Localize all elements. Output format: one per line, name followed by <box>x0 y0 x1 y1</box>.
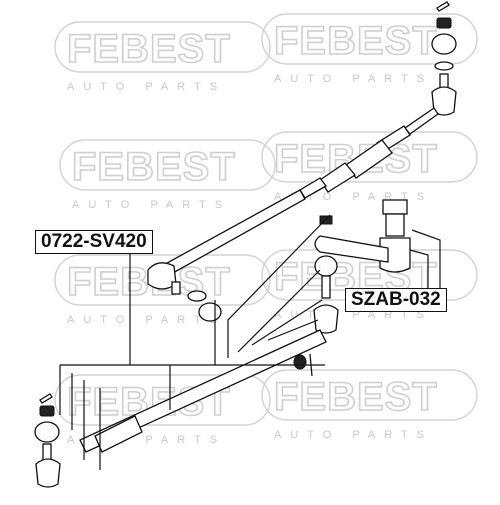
lower-tie-rod <box>79 329 327 453</box>
adjusting-sleeve-icon <box>94 415 143 453</box>
watermark-2: FEBEST AUTO PARTS <box>261 13 478 85</box>
watermark-tagline: AUTO PARTS <box>274 309 433 321</box>
dust-boot-icon <box>34 421 60 443</box>
part-number-label-idler-arm: SZAB-032 <box>345 288 447 312</box>
castle-nut-icon <box>319 215 333 225</box>
outer-tie-rod-end-upper <box>431 1 457 116</box>
ball-stud-icon <box>321 275 331 299</box>
watermark-tagline: AUTO PARTS <box>274 429 433 441</box>
lock-nut-icon <box>319 162 356 193</box>
retaining-ring-icon <box>434 61 454 71</box>
adjusting-sleeve-icon <box>345 139 393 179</box>
idler-arm-assembly <box>314 199 411 273</box>
watermark-tagline: AUTO PARTS <box>67 81 226 93</box>
leader-idler-body <box>409 249 429 290</box>
watermark-tagline: AUTO PARTS <box>274 73 433 85</box>
watermark-tagline: AUTO PARTS <box>67 314 226 326</box>
adjusting-sleeve-upper <box>299 107 439 199</box>
idler-shaft-icon <box>385 213 405 237</box>
ball-stud-icon <box>171 281 181 295</box>
dust-boot-icon <box>431 33 457 55</box>
outer-tie-rod-end-lower <box>34 393 61 488</box>
watermark-brand: FEBEST <box>274 19 438 63</box>
parts-layer <box>34 1 457 488</box>
watermark-tagline: AUTO PARTS <box>72 199 231 211</box>
ball-stud-icon <box>439 73 449 89</box>
leader-idler-top <box>411 229 441 290</box>
watermark-8: FEBEST AUTO PARTS <box>261 369 478 441</box>
tie-rod-end-housing-icon <box>35 458 61 488</box>
watermark-brand: FEBEST <box>72 145 236 189</box>
idler-bushing-top-icon <box>382 199 408 215</box>
dust-boot-icon <box>314 255 338 277</box>
nut-icon <box>293 354 307 370</box>
leader-to-center-housing <box>267 319 319 341</box>
tie-rod-end-housing-icon <box>313 304 339 334</box>
tie-rod-icon <box>79 329 327 453</box>
castle-nut-icon <box>39 405 55 417</box>
idler-arm-body-icon <box>379 237 411 273</box>
castle-nut-icon <box>436 17 452 29</box>
threaded-shaft-icon <box>404 107 439 135</box>
retaining-ring-icon <box>187 290 207 302</box>
watermark-1: FEBEST AUTO PARTS <box>54 21 271 93</box>
leader-to-upper-nut <box>227 214 331 358</box>
watermark-3: FEBEST AUTO PARTS <box>59 139 276 211</box>
leader-lines <box>59 214 441 470</box>
watermark-brand: FEBEST <box>274 375 438 419</box>
cotter-pin-icon <box>39 393 53 404</box>
idler-arm-lever-icon <box>314 235 389 263</box>
cotter-pin-icon <box>436 1 450 12</box>
leader-to-center-stud <box>251 299 323 346</box>
dust-boot-icon <box>198 302 222 322</box>
leader-to-center-boot <box>237 269 321 353</box>
watermark-brand: FEBEST <box>67 27 231 71</box>
part-number-label-tie-rod: 0722-SV420 <box>35 230 153 254</box>
